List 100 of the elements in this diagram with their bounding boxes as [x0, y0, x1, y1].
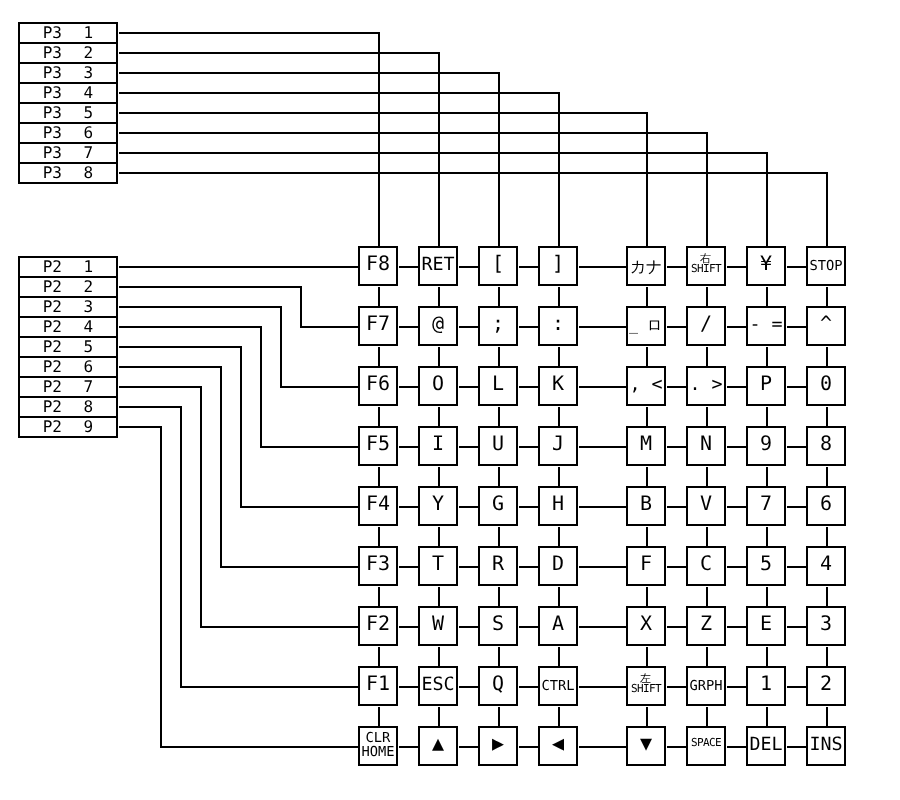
- wire: [378, 406, 380, 428]
- key-cap: 7: [746, 486, 786, 526]
- wire: [706, 406, 708, 428]
- wire: [786, 506, 808, 508]
- pin-label: P2 1: [18, 256, 118, 278]
- wire: [578, 266, 628, 268]
- key-cap: F5: [358, 426, 398, 466]
- key-cap: 0: [806, 366, 846, 406]
- pin-label: P2 5: [18, 336, 118, 358]
- key-cap: L: [478, 366, 518, 406]
- wire: [766, 646, 768, 668]
- wire: [578, 326, 628, 328]
- pin-label: P2 9: [18, 416, 118, 438]
- wire: [558, 586, 560, 608]
- wire: [726, 266, 748, 268]
- wire: [118, 52, 440, 248]
- wire: [646, 406, 648, 428]
- wire: [646, 706, 648, 728]
- wire: [706, 646, 708, 668]
- wire: [706, 286, 708, 308]
- wire: [666, 386, 688, 388]
- wire: [646, 346, 648, 368]
- wire: [398, 386, 420, 388]
- wire: [378, 646, 380, 668]
- key-cap: G: [478, 486, 518, 526]
- key-cap: D: [538, 546, 578, 586]
- wire: [398, 446, 420, 448]
- wire: [666, 446, 688, 448]
- wire: [438, 346, 440, 368]
- wire: [558, 706, 560, 728]
- key-cap: DEL: [746, 726, 786, 766]
- key-cap: 5: [746, 546, 786, 586]
- key-cap: ▲: [418, 726, 458, 766]
- key-cap: ◀: [538, 726, 578, 766]
- key-cap: Y: [418, 486, 458, 526]
- wire: [558, 346, 560, 368]
- pin-label: P3 4: [18, 82, 118, 104]
- key-cap: [: [478, 246, 518, 286]
- key-cap: :: [538, 306, 578, 346]
- key-cap: , <: [626, 366, 666, 406]
- wire: [398, 686, 420, 688]
- wire: [458, 326, 480, 328]
- wire: [706, 466, 708, 488]
- wire: [578, 386, 628, 388]
- wire: [558, 286, 560, 308]
- wire: [518, 326, 540, 328]
- wire: [518, 446, 540, 448]
- wire: [706, 346, 708, 368]
- wire: [726, 566, 748, 568]
- wire: [826, 346, 828, 368]
- wire: [438, 586, 440, 608]
- wire: [578, 506, 628, 508]
- wire: [518, 386, 540, 388]
- wire: [578, 686, 628, 688]
- wire: [438, 646, 440, 668]
- wire: [498, 466, 500, 488]
- wire: [786, 386, 808, 388]
- pin-label: P2 7: [18, 376, 118, 398]
- key-cap: - =: [746, 306, 786, 346]
- key-cap: H: [538, 486, 578, 526]
- wire: [666, 566, 688, 568]
- wire: [726, 446, 748, 448]
- wire: [498, 706, 500, 728]
- key-cap: 1: [746, 666, 786, 706]
- wire: [458, 746, 480, 748]
- key-cap: 9: [746, 426, 786, 466]
- key-cap: Q: [478, 666, 518, 706]
- wire: [666, 506, 688, 508]
- wire: [666, 626, 688, 628]
- key-cap: W: [418, 606, 458, 646]
- key-cap: RET: [418, 246, 458, 286]
- key-cap: @: [418, 306, 458, 346]
- wire: [666, 266, 688, 268]
- wire: [766, 706, 768, 728]
- wire: [118, 92, 560, 248]
- wire: [726, 626, 748, 628]
- wire: [118, 326, 360, 448]
- pin-label: P2 3: [18, 296, 118, 318]
- key-cap: 2: [806, 666, 846, 706]
- wire: [518, 746, 540, 748]
- wire: [378, 586, 380, 608]
- wire: [398, 626, 420, 628]
- key-cap: F3: [358, 546, 398, 586]
- key-cap: F1: [358, 666, 398, 706]
- wire: [558, 406, 560, 428]
- wire: [498, 526, 500, 548]
- wire: [118, 172, 828, 248]
- wire: [578, 626, 628, 628]
- wire: [458, 386, 480, 388]
- wire: [786, 446, 808, 448]
- wire: [118, 346, 360, 508]
- pin-label: P3 1: [18, 22, 118, 44]
- wire: [518, 626, 540, 628]
- wire: [438, 406, 440, 428]
- wire: [558, 646, 560, 668]
- wire: [518, 506, 540, 508]
- wire: [118, 286, 360, 328]
- wire: [458, 626, 480, 628]
- wire: [786, 626, 808, 628]
- wire: [726, 746, 748, 748]
